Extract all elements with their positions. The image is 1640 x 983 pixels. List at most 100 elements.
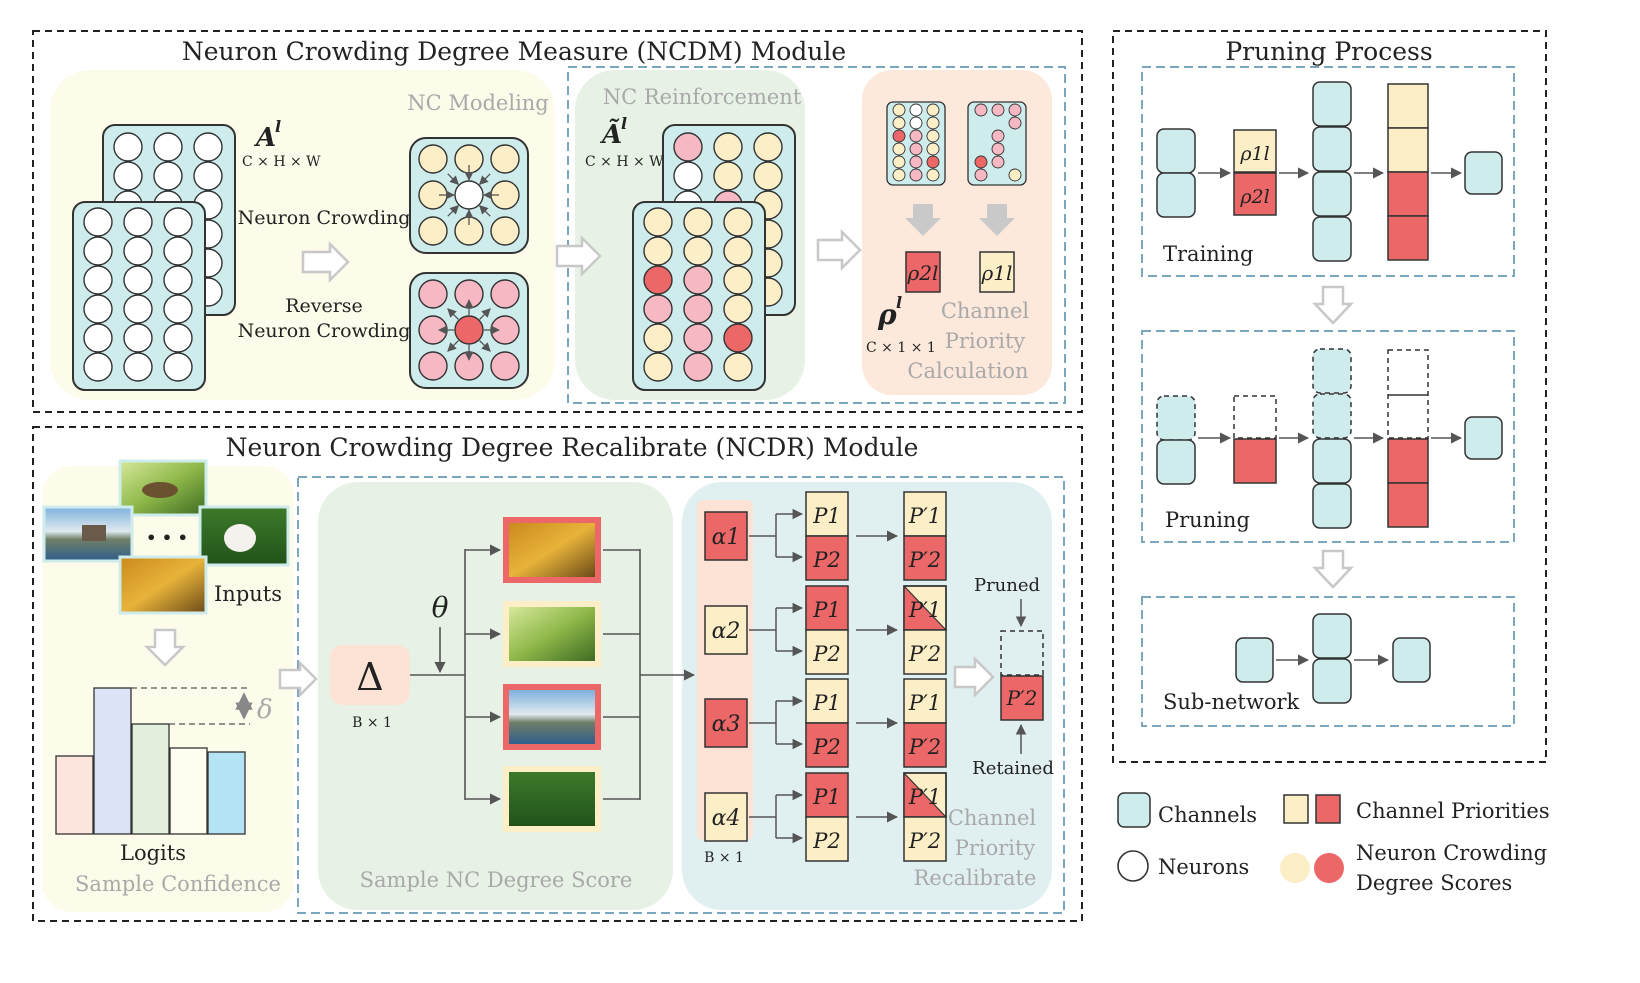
output-channel (1392, 637, 1431, 683)
center-neuron (454, 180, 484, 210)
input-images: • • • (42, 459, 290, 615)
bird-sample (509, 607, 595, 661)
nc-reinforcement-label: NC Reinforcement (603, 85, 802, 109)
legend: Channels Channel Priorities Neurons Neur… (1117, 792, 1550, 895)
p1-label: P1 (812, 785, 841, 809)
p1p-box (903, 491, 947, 537)
neighbor-neuron (490, 279, 520, 309)
p1p-label: P′1 (908, 691, 941, 715)
retained-box (1000, 675, 1044, 721)
crowding-arrow (447, 340, 459, 352)
neighbor-neuron (490, 216, 520, 246)
neuron (673, 132, 703, 162)
training-priority-stack (1387, 83, 1429, 261)
cpc-line2: Priority (945, 329, 1026, 353)
theta-symbol: θ (432, 591, 449, 624)
neuron (123, 352, 153, 382)
p1-label: P1 (812, 691, 841, 715)
bird-shape (142, 482, 178, 498)
hollow-down-arrow-icon (1312, 549, 1354, 589)
crowding-arrow (447, 173, 460, 186)
p2p-label: P′2 (908, 735, 941, 759)
hollow-arrow-icon (816, 228, 862, 272)
inputs-label: Inputs (214, 582, 282, 606)
pruned-priority-slot (1233, 395, 1277, 439)
alpha-label: α1 (712, 525, 741, 550)
training-rho2: ρ2l (1239, 186, 1269, 208)
logit-bar-1 (55, 755, 94, 835)
crowding-arrow (479, 340, 491, 352)
pruning-border (1112, 30, 1547, 763)
neuron (713, 132, 743, 162)
hollow-arrow-icon (953, 655, 995, 699)
reverse-neuron-crowding-label: Neuron Crowding (238, 320, 411, 342)
ncdm-module: Neuron Crowding Degree Measure (NCDM) Mo… (32, 30, 1083, 413)
output-channel (1464, 151, 1503, 195)
p1-box (805, 491, 849, 537)
neuron (123, 207, 153, 237)
mini-neuron (909, 116, 923, 130)
p1p-label: P′1 (908, 504, 941, 528)
cpr-line2: Priority (955, 836, 1036, 860)
ncdr-module: Neuron Crowding Degree Recalibrate (NCDR… (32, 426, 1083, 922)
priority-cell (1387, 83, 1429, 129)
hollow-arrow-icon (278, 659, 318, 699)
cpc-line1: Channel (941, 299, 1030, 323)
pruned-priority-slot (1387, 349, 1429, 439)
crowding-arrow (479, 308, 491, 320)
ellipsis: • • • (146, 528, 188, 547)
p1p-label: P′1 (908, 785, 941, 809)
neuron (753, 161, 783, 191)
channel-block (1156, 172, 1196, 218)
p2p-box (903, 535, 947, 581)
channel-block (1312, 613, 1352, 659)
mini-neuron (926, 116, 940, 130)
ncdr-border (32, 426, 1083, 922)
alpha-box (704, 698, 748, 748)
feature-map-a-tilde (632, 124, 796, 391)
mini-neuron (926, 168, 940, 182)
neuron (123, 236, 153, 266)
down-arrow-icon (979, 204, 1015, 236)
p1-box (805, 678, 849, 724)
neuron (643, 207, 673, 237)
pruned-channel-block (1312, 393, 1352, 439)
ncdr-title: Neuron Crowding Degree Recalibrate (NCDR… (226, 433, 919, 462)
a-tilde-dimension: C × H × W (585, 154, 664, 170)
mini-neuron (909, 168, 923, 182)
alpha-label: α3 (712, 712, 741, 737)
legend-neuron-circle (1117, 850, 1149, 882)
priority-box-yellow (1233, 129, 1277, 173)
sample-images (465, 517, 640, 832)
neuron (123, 294, 153, 324)
cpr-line3: Recalibrate (914, 866, 1037, 890)
crowding-arrow (447, 204, 460, 217)
legend-ncds-line2: Degree Scores (1356, 871, 1512, 895)
mini-neuron (892, 129, 906, 143)
legend-neurons: Neurons (1158, 855, 1249, 879)
legend-score-yellow (1280, 853, 1310, 883)
channel-block (1312, 216, 1352, 262)
ncdr-blue-dashed-box (297, 476, 1065, 914)
split-diagonal (903, 772, 947, 818)
mini-neuron (991, 129, 1005, 143)
channel-block (1312, 438, 1352, 484)
autumn-sample (509, 523, 595, 577)
nc-modeling-label: NC Modeling (407, 91, 549, 115)
delta-box (330, 645, 410, 705)
pruned-slot (1000, 630, 1044, 676)
p2p-box (903, 629, 947, 675)
channel-block (1312, 81, 1352, 127)
hollow-arrow-icon (301, 240, 350, 284)
mini-neuron (991, 103, 1005, 117)
delta-dim: B × 1 (352, 715, 392, 731)
mini-neuron (909, 142, 923, 156)
neuron-crowding-label: Neuron Crowding (238, 207, 411, 229)
a-tilde-symbol: Ã (599, 118, 622, 150)
legend-score-red (1314, 853, 1344, 883)
neighbor-neuron (418, 351, 448, 381)
mini-neuron (1008, 168, 1022, 182)
pruned-channel-block (1156, 395, 1196, 441)
neuron (153, 132, 183, 162)
